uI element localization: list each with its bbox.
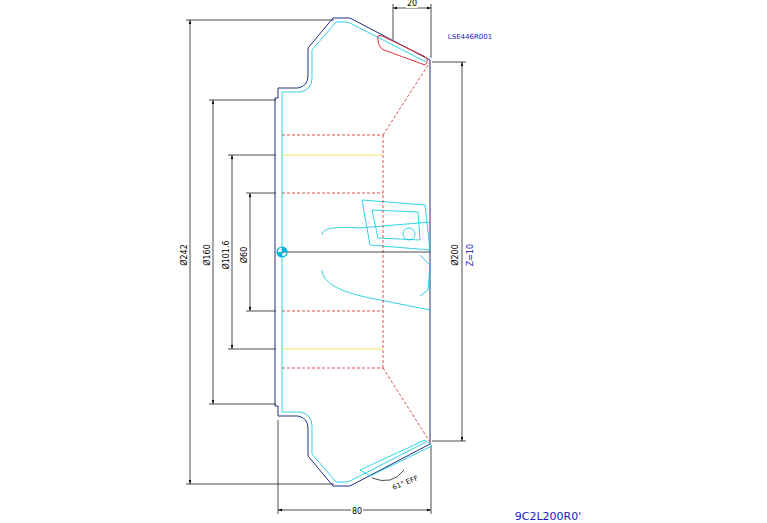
cutter-outline: [275, 18, 430, 486]
cutter-body-lines: [282, 22, 432, 482]
drawing-code: 9C2L200R0': [514, 511, 582, 522]
angle-arc: [372, 470, 404, 481]
dimension-text: 20: [406, 0, 418, 8]
insert: [378, 36, 428, 66]
dimension-lines: [190, 8, 462, 510]
extension-lines: [186, 4, 466, 514]
dimension-text: Ø200: [452, 243, 460, 267]
hidden-lines: [282, 62, 430, 442]
dimension-text: Ø60: [241, 246, 249, 264]
part-number: LSE446R001: [447, 34, 493, 41]
angle-text: 61° EFF: [391, 474, 421, 491]
center-line: [282, 252, 430, 253]
center-mark: [277, 247, 287, 257]
tooth-count: Z=10: [467, 243, 475, 267]
dimension-text: 80: [351, 508, 363, 516]
dimension-text: Ø160: [204, 243, 212, 267]
dimension-text: Ø242: [181, 243, 189, 267]
dimension-text: Ø101.6: [223, 239, 231, 270]
